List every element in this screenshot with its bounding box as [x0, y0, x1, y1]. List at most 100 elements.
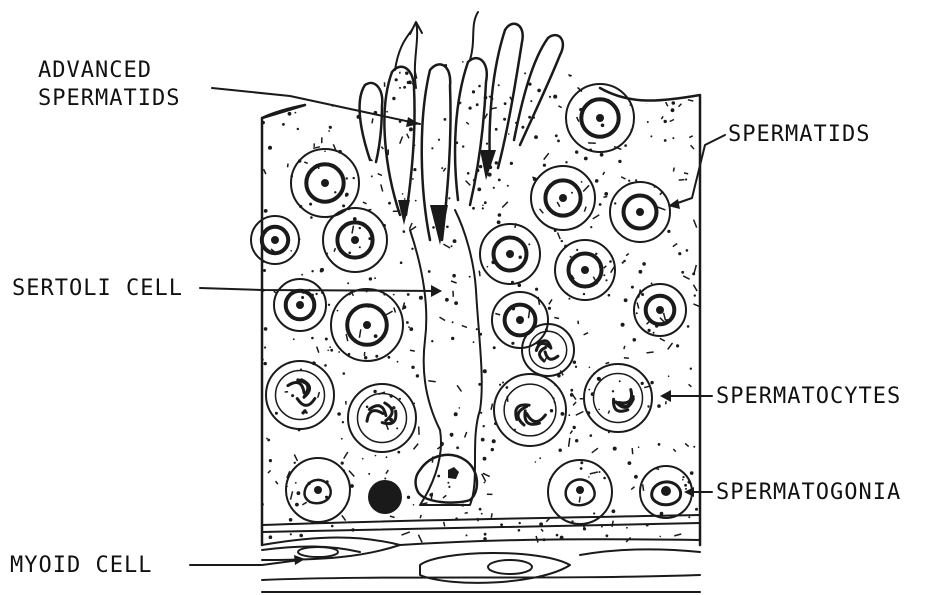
stipple-dot — [664, 139, 667, 142]
stipple-dot — [605, 279, 607, 281]
stipple-dash — [313, 65, 317, 71]
stipple-dash — [673, 244, 677, 247]
stipple-dot — [573, 361, 576, 364]
stipple-dot — [681, 271, 684, 274]
stipple-dash — [390, 516, 395, 517]
stipple-dot — [571, 192, 573, 194]
stipple-dot — [479, 272, 481, 274]
stipple-dot — [511, 342, 514, 345]
stipple-dot — [575, 439, 578, 442]
stipple-dot — [297, 491, 301, 495]
stipple-dash — [606, 363, 610, 364]
stipple-dash — [593, 215, 600, 219]
round-spermatids-layer — [251, 84, 686, 361]
stipple-dot — [403, 86, 406, 89]
stipple-dot — [580, 461, 583, 464]
label-spermatids: SPERMATIDS — [728, 122, 870, 148]
stipple-dot — [510, 162, 513, 165]
stipple-dot — [483, 369, 487, 373]
stipple-dash — [495, 314, 500, 315]
stipple-dash — [386, 470, 389, 474]
stipple-dot — [386, 66, 390, 70]
nucleolus — [506, 250, 514, 258]
stipple-dash — [679, 104, 682, 107]
stipple-dot — [346, 177, 348, 179]
stipple-dash — [683, 276, 689, 279]
stipple-dash — [689, 384, 692, 387]
stipple-dot — [384, 478, 386, 480]
stipple-dash — [443, 495, 446, 498]
stipple-dot — [612, 390, 614, 392]
stipple-dot — [575, 150, 578, 153]
stipple-dot — [268, 146, 272, 150]
stipple-dash — [661, 116, 663, 119]
stipple-dot — [294, 462, 296, 464]
stipple-dot — [647, 121, 649, 123]
stipple-dot — [570, 389, 573, 392]
stipple-dash — [688, 77, 693, 81]
stipple-dash — [400, 137, 403, 144]
stipple-dot — [570, 256, 572, 258]
stipple-dot — [484, 533, 487, 536]
stipple-dot — [327, 350, 329, 352]
stipple-dot — [493, 187, 495, 189]
stipple-dash — [465, 432, 467, 438]
stipple-dot — [368, 473, 370, 475]
stipple-dot — [625, 79, 628, 82]
stipple-dot — [565, 161, 567, 163]
stipple-dot — [609, 260, 612, 263]
stipple-dot — [324, 151, 326, 153]
stipple-dot — [628, 180, 630, 182]
stipple-dot — [528, 243, 530, 245]
stipple-dot — [288, 112, 292, 116]
basement-membrane — [262, 515, 700, 532]
stipple-dash — [342, 515, 346, 520]
stipple-dot — [315, 293, 317, 295]
stipple-dot — [345, 194, 348, 197]
stipple-dash — [444, 522, 445, 527]
stipple-dot — [311, 337, 314, 340]
stipple-dash — [569, 438, 570, 447]
stipple-dash — [346, 334, 348, 341]
stipple-dot — [599, 471, 601, 473]
stipple-dot — [690, 368, 692, 370]
stipple-dot — [451, 337, 454, 340]
nucleolus — [636, 208, 644, 216]
stipple-dash — [381, 184, 383, 191]
stipple-dot — [301, 411, 304, 414]
stipple-dot — [341, 462, 344, 465]
stipple-dash — [410, 223, 413, 229]
stipple-dot — [535, 461, 537, 463]
stipple-dot — [375, 455, 377, 457]
stipple-dash — [592, 448, 598, 453]
stipple-dot — [661, 68, 664, 71]
stipple-dot — [685, 488, 687, 490]
stipple-dash — [604, 266, 607, 268]
stipple-dot — [693, 446, 695, 448]
stipple-dot — [343, 372, 346, 375]
stipple-dot — [568, 73, 572, 77]
stipple-dash — [670, 120, 674, 122]
stipple-dot — [518, 529, 521, 532]
stipple-dot — [657, 404, 661, 408]
stipple-dot — [576, 249, 578, 251]
stipple-dot — [555, 134, 558, 137]
stipple-dot — [447, 482, 449, 484]
spermatid-head — [430, 205, 448, 245]
stipple-dot — [262, 121, 265, 124]
stipple-dash — [268, 470, 271, 473]
stipple-dot — [667, 230, 670, 233]
stipple-dot — [573, 426, 576, 429]
stipple-dot — [553, 95, 557, 99]
stipple-dot — [479, 165, 482, 168]
stipple-dot — [405, 72, 407, 74]
stipple-dot — [396, 427, 398, 429]
stipple-dot — [504, 102, 507, 105]
stipple-dot — [411, 248, 413, 250]
stipple-dot — [477, 188, 481, 192]
stipple-dot — [454, 301, 458, 305]
stipple-dot — [469, 107, 472, 110]
stipple-dash — [466, 181, 471, 186]
stipple-dot — [264, 362, 267, 365]
sertoli-cell-body — [410, 210, 482, 505]
